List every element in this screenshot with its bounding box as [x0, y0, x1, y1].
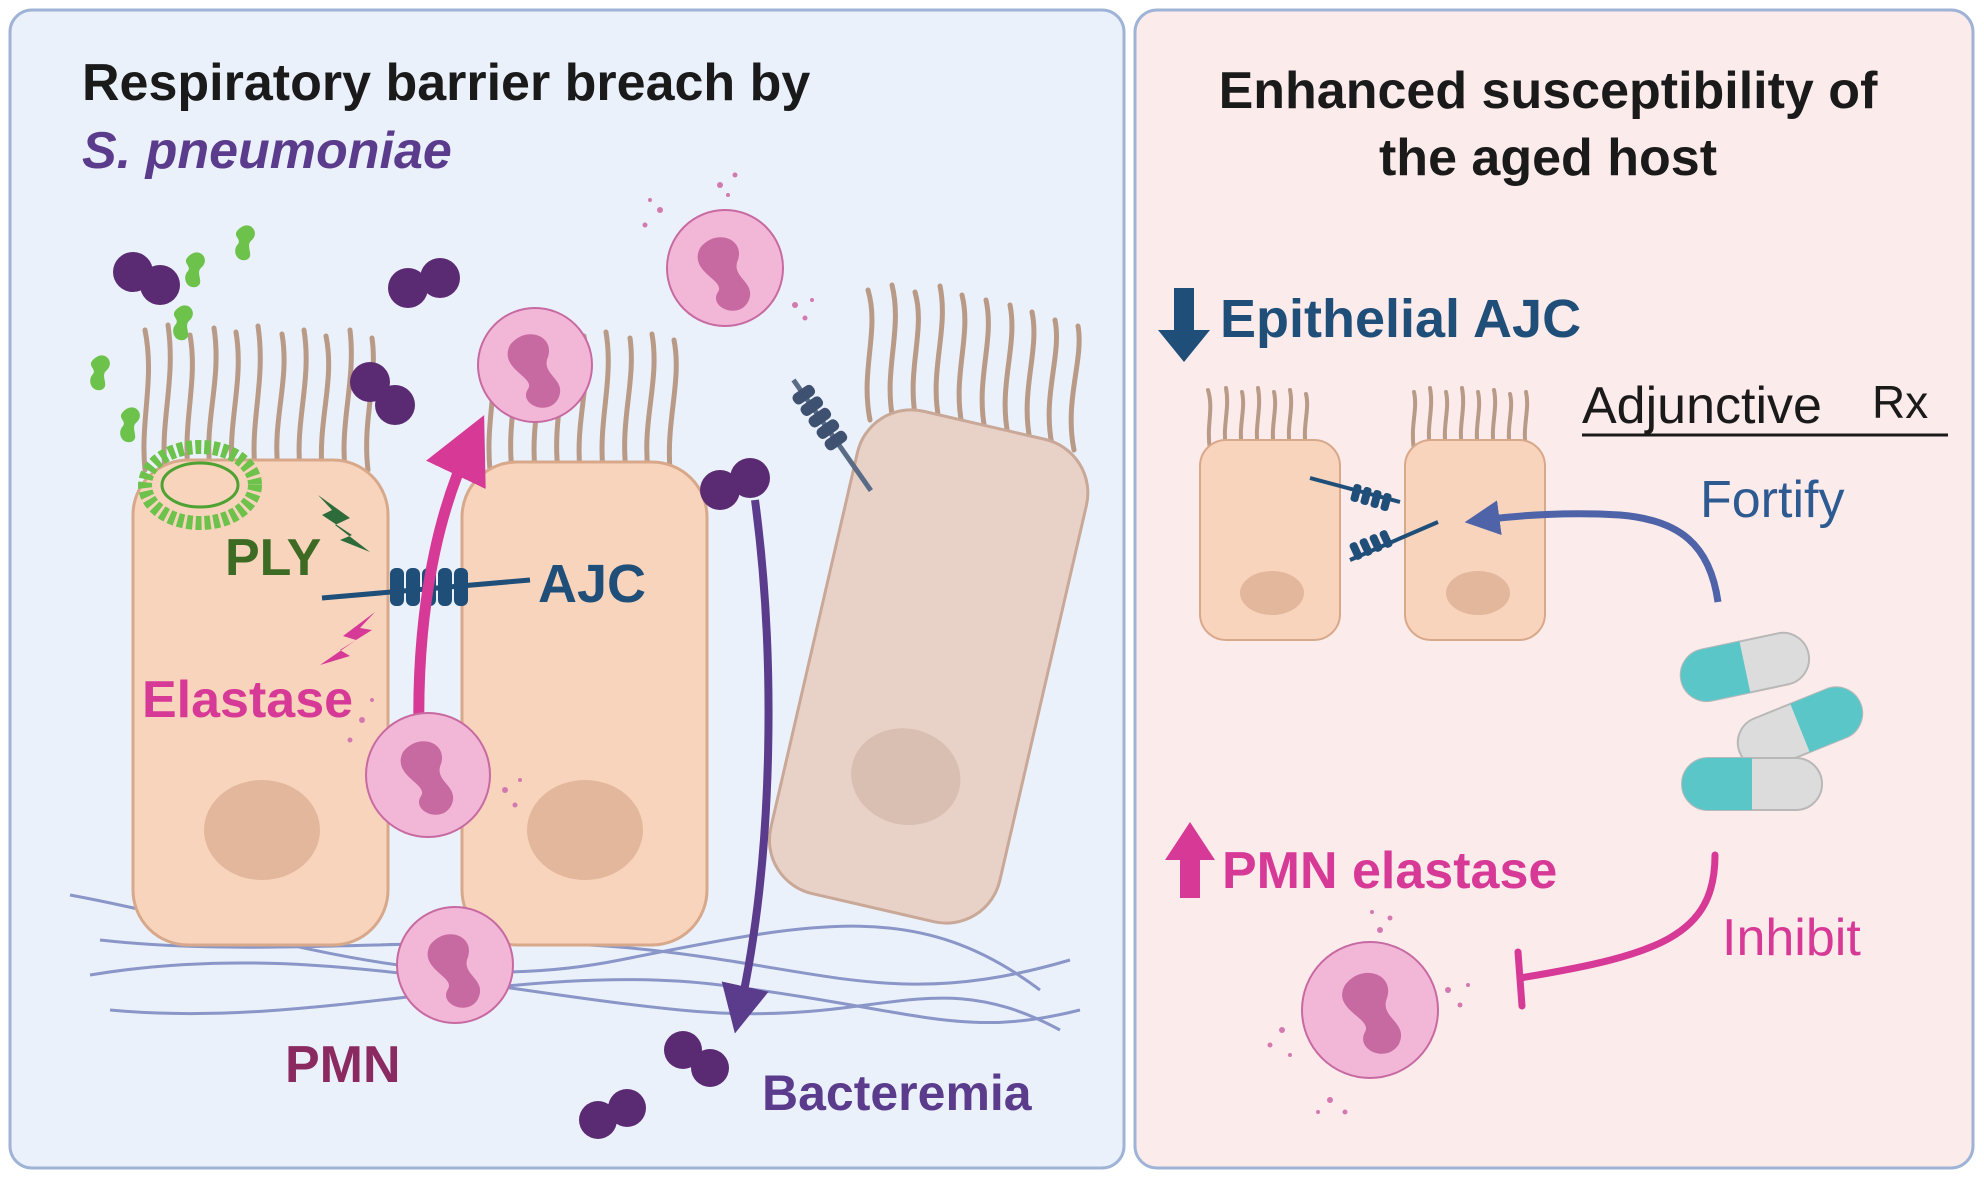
- elastase-lightning-icon: [320, 612, 375, 665]
- small-ajc-broken: [1309, 476, 1439, 562]
- right-title-line1: Enhanced susceptibility of: [1219, 62, 1878, 120]
- rx-symbol-icon: Rx: [1872, 376, 1928, 428]
- label-ajc: AJC: [538, 554, 646, 614]
- fortify-arrow: [1464, 500, 1722, 603]
- epithelial-cell-left: [131, 458, 390, 947]
- pill-capsule-bottom: [1681, 757, 1823, 811]
- label-ply: PLY: [225, 529, 321, 587]
- right-panel-background: [1133, 8, 1975, 1170]
- up-arrow-icon: [1165, 822, 1215, 898]
- label-fortify: Fortify: [1700, 471, 1844, 529]
- small-nucleus-left: [1240, 571, 1304, 615]
- label-elastase: Elastase: [142, 671, 353, 729]
- small-nucleus-right: [1446, 571, 1510, 615]
- label-epithelial-ajc: Epithelial AJC: [1220, 289, 1581, 349]
- ply-lightning-icon: [318, 495, 370, 552]
- nucleus-left-cell: [204, 780, 320, 880]
- left-title-species: S. pneumoniae: [82, 122, 452, 180]
- detaching-epithelial-cell: [767, 408, 1090, 925]
- pill-capsule-top: [1679, 631, 1811, 703]
- right-panel: Enhanced susceptibility of the aged host…: [1133, 8, 1975, 1170]
- cilia-detaching-cell: [864, 282, 1082, 453]
- label-bacteremia: Bacteremia: [762, 1065, 1033, 1121]
- inhibit-arrow: [1514, 851, 1719, 1010]
- label-pmn-elastase: PMN elastase: [1222, 842, 1557, 900]
- small-cell-right: [1404, 439, 1546, 641]
- right-title-line2: the aged host: [1379, 129, 1717, 187]
- nucleus-middle-cell: [527, 780, 643, 880]
- bacteria-diplococci: [113, 252, 770, 1139]
- pmn-cell-transmigrating: [347, 698, 522, 838]
- pill-capsule-middle: [1736, 686, 1864, 770]
- pmn-cell-basal: [396, 906, 514, 1024]
- ply-pore-ring: [138, 440, 262, 530]
- bacteremia-arrow: [721, 499, 773, 1034]
- small-cell-left: [1199, 439, 1341, 641]
- down-arrow-icon: [1158, 288, 1210, 362]
- label-adjunctive: Adjunctive: [1582, 377, 1822, 435]
- left-title-line1: Respiratory barrier breach by: [82, 54, 810, 112]
- label-inhibit: Inhibit: [1722, 909, 1861, 967]
- ajc-fragment: [791, 378, 873, 492]
- pmn-cell-right-panel: [1267, 910, 1470, 1115]
- left-panel: Respiratory barrier breach by S. pneumon…: [8, 8, 1126, 1170]
- pmn-cell-apical: [477, 307, 593, 423]
- label-pmn: PMN: [285, 1036, 401, 1094]
- ply-toxin-particles: [90, 225, 255, 443]
- pmn-cell-top-right: [642, 172, 814, 327]
